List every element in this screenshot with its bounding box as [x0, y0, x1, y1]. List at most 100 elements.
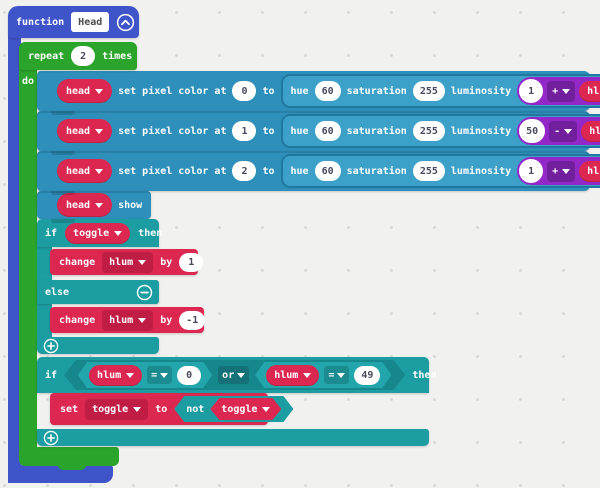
math-operation-block[interactable]: 50 - hlum [517, 117, 600, 145]
not-logic-block[interactable]: not toggle [174, 396, 293, 422]
dropdown-caret-icon [133, 406, 142, 412]
strip-dropdown[interactable]: head [57, 79, 113, 103]
dropdown-caret-icon [126, 373, 134, 378]
to-label: to [155, 403, 168, 415]
repeat-block-bottom-tab [58, 464, 86, 470]
math-operator-dropdown[interactable]: + [547, 160, 576, 182]
math-left-input[interactable]: 1 [519, 159, 544, 183]
comparison-operator-dropdown[interactable]: = [324, 366, 349, 384]
repeat-count-input[interactable]: 2 [71, 46, 96, 66]
set-label: set [60, 403, 79, 415]
change-value-input[interactable]: 1 [179, 252, 204, 272]
comparison-block[interactable]: hlum = 49 [255, 362, 391, 388]
variable-dropdown[interactable]: toggle [210, 398, 281, 420]
variable-dropdown[interactable]: toggle [85, 398, 149, 420]
comparison-value-input[interactable]: 0 [177, 366, 201, 385]
saturation-input[interactable]: 255 [412, 81, 445, 101]
strip-dropdown[interactable]: head [57, 159, 113, 183]
if-bounds-block-footer [37, 429, 429, 446]
comparison-operator-dropdown[interactable]: = [147, 366, 172, 384]
add-branch-plus-icon[interactable] [43, 338, 59, 354]
set-pixel-color-block-3[interactable]: head set pixel color at 2 to hue 60 satu… [37, 151, 600, 191]
if-bounds-block-header[interactable]: if hlum = 0 or hlum [37, 357, 436, 393]
variable-dropdown[interactable]: hlum [102, 309, 154, 331]
luminosity-label: luminosity [450, 125, 512, 137]
saturation-input[interactable]: 255 [412, 161, 445, 181]
function-keyword: function [16, 16, 65, 28]
dropdown-caret-icon [138, 317, 147, 323]
show-label: show [118, 199, 143, 211]
comparison-value-input[interactable]: 49 [354, 366, 380, 385]
variable-dropdown[interactable]: hlum [579, 80, 600, 102]
pixel-index-input[interactable]: 0 [232, 81, 257, 101]
math-operation-block[interactable]: 1 + hlum [517, 157, 600, 185]
change-label: change [59, 256, 96, 268]
repeat-block-header[interactable]: repeat 2 times [19, 42, 137, 70]
set-pixel-color-block-1[interactable]: head set pixel color at 0 to hue 60 satu… [37, 71, 600, 111]
strip-dropdown[interactable]: head [57, 119, 113, 143]
then-label: then [138, 227, 163, 239]
function-block-bottom [8, 465, 113, 483]
saturation-input[interactable]: 255 [412, 121, 445, 141]
hue-label: hue [290, 165, 309, 177]
set-variable-block[interactable]: set toggle to not toggle [50, 393, 268, 425]
strip-show-block[interactable]: head show [37, 191, 151, 219]
hue-label: hue [290, 85, 309, 97]
if-label: if [45, 369, 58, 381]
change-label: change [59, 314, 96, 326]
set-pixel-label: set pixel color at [118, 165, 227, 177]
boolean-operator-dropdown[interactable]: or [218, 366, 249, 384]
pixel-index-input[interactable]: 2 [232, 161, 257, 181]
remove-else-minus-icon[interactable] [136, 284, 153, 301]
if-else-block-header[interactable]: if toggle then [37, 219, 163, 247]
math-left-input[interactable]: 50 [519, 119, 546, 143]
hue-input[interactable]: 60 [314, 121, 341, 141]
math-operation-block[interactable]: 1 + hlum [517, 77, 600, 105]
change-value-input[interactable]: -1 [179, 310, 206, 330]
dropdown-caret-icon [138, 259, 147, 265]
variable-dropdown[interactable]: hlum [102, 251, 154, 273]
then-label: then [412, 369, 437, 381]
dropdown-caret-icon [95, 88, 104, 94]
to-label: to [262, 165, 275, 177]
dropdown-caret-icon [562, 168, 571, 174]
hue-input[interactable]: 60 [314, 81, 341, 101]
condition-variable-dropdown[interactable]: toggle [65, 222, 131, 244]
dropdown-caret-icon [95, 202, 104, 208]
variable-dropdown[interactable]: hlum [89, 365, 142, 386]
hue-input[interactable]: 60 [314, 161, 341, 181]
change-variable-block[interactable]: change hlum by 1 [50, 249, 204, 275]
to-label: to [262, 125, 275, 137]
math-left-input[interactable]: 1 [519, 79, 544, 103]
set-pixel-label: set pixel color at [118, 125, 227, 137]
add-branch-plus-icon[interactable] [43, 430, 59, 446]
hsl-color-block[interactable]: hue 60 saturation 255 luminosity 1 + hlu… [280, 154, 600, 188]
variable-dropdown[interactable]: hlum [266, 365, 319, 386]
change-variable-block[interactable]: change hlum by -1 [50, 307, 206, 333]
hsl-color-block[interactable]: hue 60 saturation 255 luminosity 50 - hl… [280, 114, 600, 148]
comparison-block[interactable]: hlum = 0 [78, 362, 212, 388]
math-operator-dropdown[interactable]: - [549, 120, 578, 142]
repeat-times-label: times [102, 50, 133, 62]
repeat-block-left-arm [19, 68, 37, 448]
dropdown-caret-icon [95, 128, 104, 134]
else-label: else [45, 286, 70, 298]
set-pixel-color-block-2[interactable]: head set pixel color at 1 to hue 60 satu… [37, 111, 600, 151]
variable-dropdown[interactable]: hlum [579, 160, 600, 182]
dropdown-caret-icon [262, 407, 270, 412]
math-operator-dropdown[interactable]: + [547, 80, 576, 102]
if-else-block-footer [37, 337, 159, 354]
strip-dropdown[interactable]: head [57, 193, 113, 217]
function-block-left-arm [8, 30, 21, 483]
or-logic-block[interactable]: hlum = 0 or hlum = [64, 360, 405, 390]
repeat-block-bottom [19, 447, 119, 466]
variable-dropdown[interactable]: hlum [581, 120, 600, 142]
collapse-chevron-up-icon[interactable] [116, 13, 135, 32]
pixel-index-input[interactable]: 1 [232, 121, 257, 141]
function-block-header[interactable]: function Head [8, 6, 139, 38]
else-bar[interactable]: else [37, 280, 159, 304]
hsl-color-block[interactable]: hue 60 saturation 255 luminosity 1 + hlu… [280, 74, 600, 108]
function-name-field[interactable]: Head [71, 12, 110, 32]
repeat-keyword: repeat [28, 50, 65, 62]
